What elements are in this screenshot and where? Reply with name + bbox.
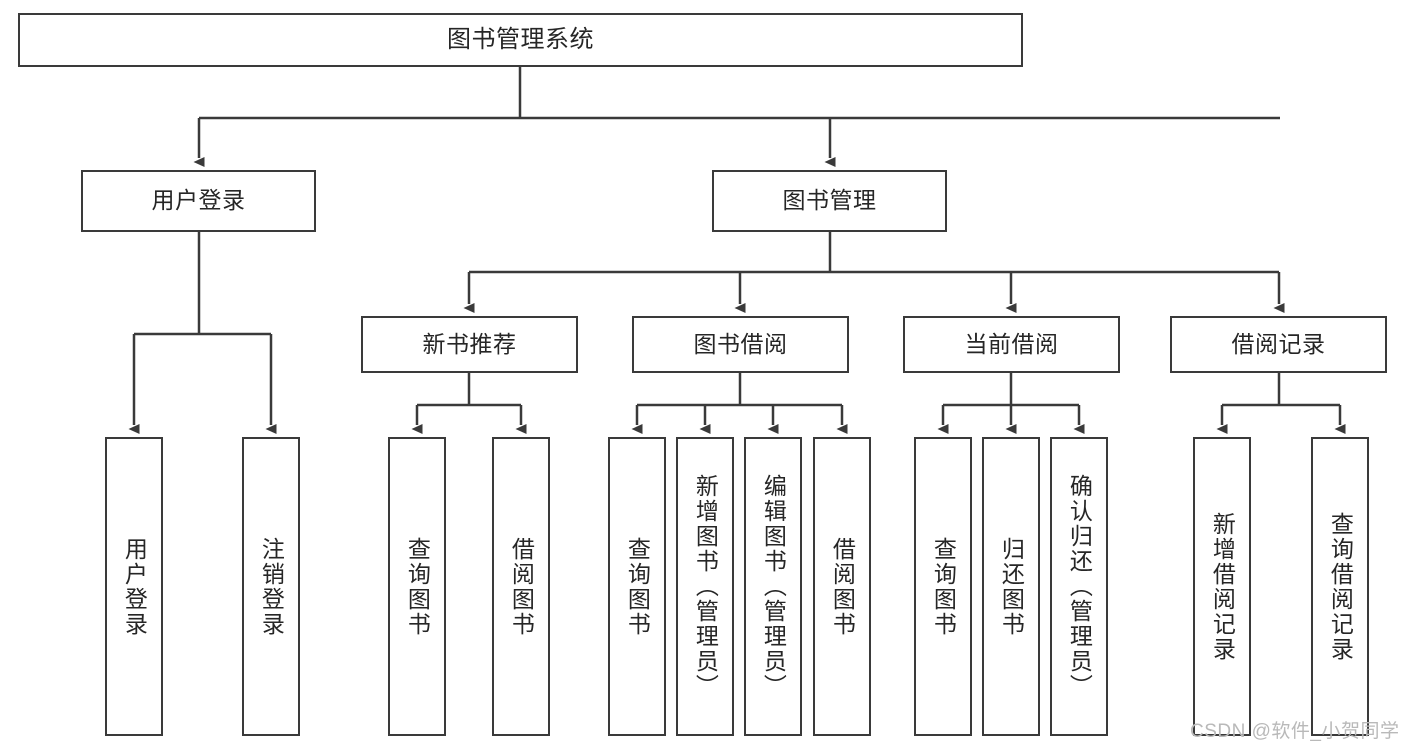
leaf-borrow-borrow-book[interactable]: 借阅图书 bbox=[813, 437, 871, 736]
node-label: 图书管理 bbox=[782, 187, 877, 214]
leaf-borrow-edit-book-admin[interactable]: 编辑图书（管理员） bbox=[744, 437, 802, 736]
leaf-user-login-login[interactable]: 用户登录 bbox=[105, 437, 163, 736]
leaf-current-confirm-return-admin[interactable]: 确认归还（管理员） bbox=[1050, 437, 1108, 736]
node-label: 新增借阅记录 bbox=[1209, 511, 1236, 662]
node-label: 图书管理系统 bbox=[447, 25, 594, 53]
leaf-borrow-query-book[interactable]: 查询图书 bbox=[608, 437, 666, 736]
node-label: 查询图书 bbox=[930, 536, 957, 637]
node-label: 当前借阅 bbox=[964, 330, 1059, 357]
node-label: 编辑图书（管理员） bbox=[760, 474, 787, 699]
csdn-watermark: CSDN @软件_小贺同学 bbox=[1190, 721, 1400, 742]
node-label: 查询借阅记录 bbox=[1327, 511, 1354, 662]
node-label: 借阅记录 bbox=[1231, 330, 1326, 357]
node-label: 注销登录 bbox=[258, 536, 285, 637]
node-label: 查询图书 bbox=[404, 536, 431, 637]
node-label: 新书推荐 bbox=[422, 330, 517, 357]
leaf-record-query-borrow-record[interactable]: 查询借阅记录 bbox=[1311, 437, 1369, 736]
node-label: 用户登录 bbox=[151, 187, 246, 214]
node-root-system[interactable]: 图书管理系统 bbox=[18, 13, 1023, 67]
node-label: 归还图书 bbox=[998, 536, 1025, 637]
node-book-management[interactable]: 图书管理 bbox=[712, 170, 947, 232]
node-borrow-record[interactable]: 借阅记录 bbox=[1170, 316, 1387, 373]
node-label: 借阅图书 bbox=[508, 536, 535, 637]
node-user-login[interactable]: 用户登录 bbox=[81, 170, 316, 232]
node-label: 确认归还（管理员） bbox=[1066, 474, 1093, 699]
node-label: 借阅图书 bbox=[829, 536, 856, 637]
node-label: 用户登录 bbox=[121, 536, 148, 637]
leaf-record-add-borrow-record[interactable]: 新增借阅记录 bbox=[1193, 437, 1251, 736]
node-current-borrow[interactable]: 当前借阅 bbox=[903, 316, 1120, 373]
leaf-new-book-borrow[interactable]: 借阅图书 bbox=[492, 437, 550, 736]
leaf-current-return-book[interactable]: 归还图书 bbox=[982, 437, 1040, 736]
node-label: 图书借阅 bbox=[693, 330, 788, 357]
node-new-book-recommend[interactable]: 新书推荐 bbox=[361, 316, 578, 373]
leaf-current-query-book[interactable]: 查询图书 bbox=[914, 437, 972, 736]
leaf-borrow-add-book-admin[interactable]: 新增图书（管理员） bbox=[676, 437, 734, 736]
node-label: 新增图书（管理员） bbox=[692, 474, 719, 699]
leaf-new-book-query[interactable]: 查询图书 bbox=[388, 437, 446, 736]
leaf-user-login-logout[interactable]: 注销登录 bbox=[242, 437, 300, 736]
node-book-borrow[interactable]: 图书借阅 bbox=[632, 316, 849, 373]
node-label: 查询图书 bbox=[624, 536, 651, 637]
